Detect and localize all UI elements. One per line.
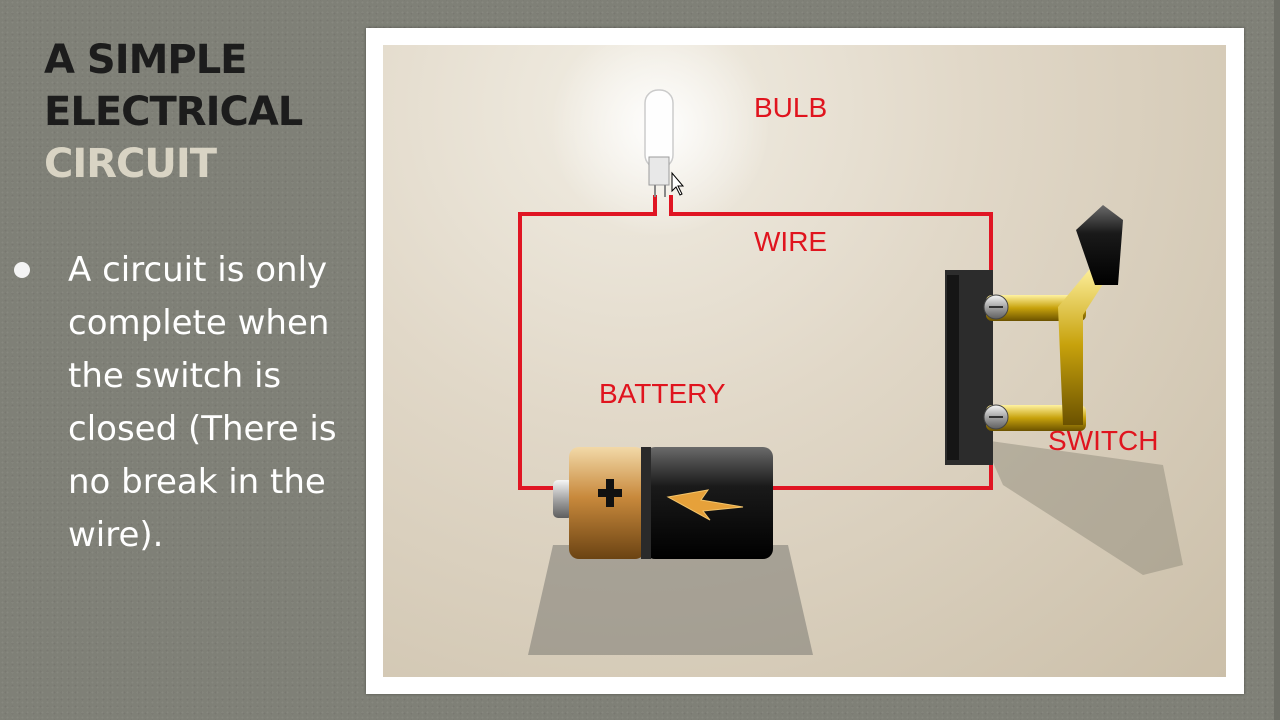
switch-shadow: [983, 440, 1183, 575]
diagram-frame: BULB WIRE BATTERY SWITCH: [366, 28, 1244, 694]
bullet-dot-icon: [14, 262, 30, 278]
bullet-text: A circuit is only complete when the swit…: [68, 250, 337, 555]
title-line-2: ELECTRICAL: [44, 89, 303, 135]
title-line-1: A SIMPLE: [44, 37, 248, 83]
label-wire: WIRE: [754, 226, 828, 257]
title-line-3: CIRCUIT: [44, 141, 217, 187]
bulb-icon: [644, 89, 674, 197]
switch-icon: [945, 205, 1123, 465]
circuit-illustration: [518, 45, 1183, 655]
battery-icon: [553, 447, 773, 559]
battery-shadow: [528, 545, 813, 655]
mouse-cursor-icon: [671, 171, 685, 196]
label-bulb: BULB: [754, 92, 828, 123]
scrollbar[interactable]: [1274, 0, 1280, 720]
circuit-diagram: BULB WIRE BATTERY SWITCH: [383, 45, 1226, 677]
label-battery: BATTERY: [599, 378, 726, 409]
label-switch: SWITCH: [1048, 425, 1159, 456]
slide-title: A SIMPLE ELECTRICAL CIRCUIT: [44, 34, 303, 190]
